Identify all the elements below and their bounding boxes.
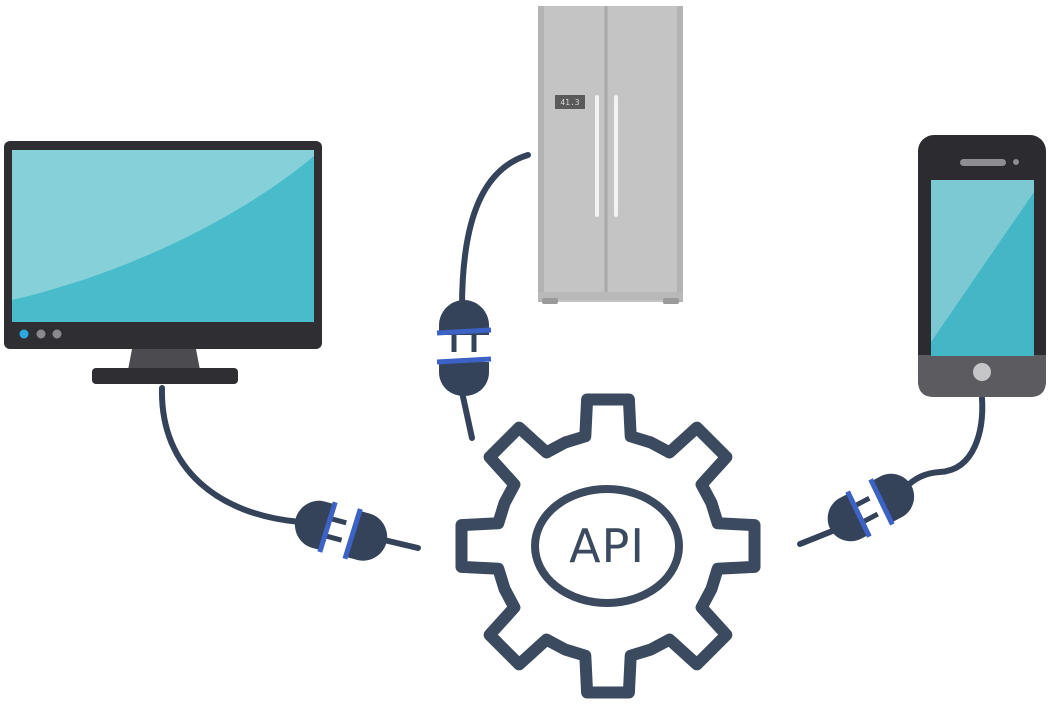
plug-icon	[827, 473, 915, 542]
fridge-display-panel	[555, 95, 585, 109]
fridge-foot-left	[542, 298, 558, 304]
fridge-body	[538, 6, 683, 302]
plug-icon	[436, 300, 492, 396]
fridge-handle-right	[614, 95, 618, 217]
gear-icon: API	[455, 393, 761, 699]
plug-phone-prong	[854, 495, 871, 508]
phone-speaker	[960, 159, 1006, 166]
phone-screen-glare	[931, 180, 1034, 342]
plug-monitor-band	[317, 501, 338, 553]
monitor-indicator	[36, 329, 46, 339]
fridge-left-edge	[538, 6, 544, 302]
plug-icon	[294, 500, 388, 561]
plug-monitor-right	[347, 510, 388, 561]
fridge-icon: 41.3	[538, 6, 683, 304]
cables	[158, 152, 986, 551]
monitor-indicator	[52, 329, 62, 339]
smartphone-icon	[918, 135, 1046, 397]
plug-fridge-lower	[439, 362, 489, 396]
monitor-base	[92, 368, 238, 384]
fridge-cable	[459, 152, 531, 311]
monitor-indicator-active	[19, 329, 29, 339]
monitor-icon	[4, 141, 322, 384]
plug-fridge-band	[436, 356, 492, 365]
plug-fridge-band	[436, 327, 492, 336]
plug-phone-prong	[862, 511, 879, 524]
plug-monitor-prong	[330, 516, 347, 526]
phone-home-button-icon	[973, 363, 991, 381]
monitor-screen-glare	[12, 150, 314, 300]
plug-phone-band	[868, 478, 895, 526]
fridge-handle-left	[595, 95, 599, 217]
api-label: API	[569, 519, 645, 573]
phone-plug-to-hub-cable	[797, 527, 838, 547]
plug-monitor-band	[342, 508, 363, 560]
fridge-bottom-trim	[538, 292, 683, 300]
monitor-cable	[158, 385, 303, 525]
fridge-display-text: 41.3	[560, 98, 579, 107]
phone-camera	[1013, 159, 1019, 165]
plug-phone-left	[827, 493, 871, 542]
fridge-right-edge	[677, 6, 683, 302]
api-ellipse	[531, 485, 683, 607]
plug-phone-band	[845, 490, 872, 538]
plug-fridge-upper	[439, 300, 489, 335]
monitor-plug-to-hub-cable	[381, 537, 421, 551]
plug-monitor-prong	[325, 533, 343, 543]
fridge-foot-right	[663, 298, 679, 304]
monitor-neck	[128, 349, 200, 370]
phone-cable	[902, 395, 986, 491]
fridge-plug-to-hub-cable	[459, 389, 475, 441]
plug-phone-right	[871, 473, 915, 522]
